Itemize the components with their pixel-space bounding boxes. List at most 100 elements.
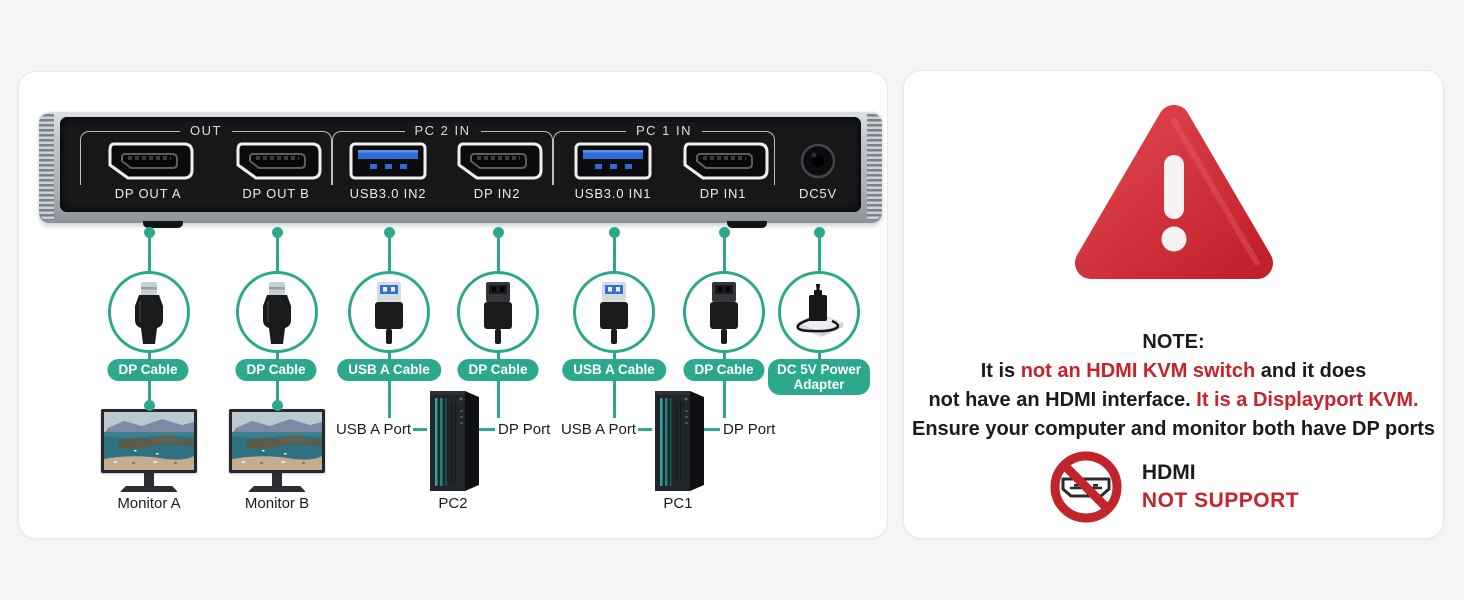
cable-pill-line1: DC 5V Power [776,362,862,377]
hdmi-text: HDMI NOT SUPPORT [1142,459,1299,515]
cable-pill: DC 5V Power Adapter [767,359,871,395]
device-face: OUT PC 2 IN PC 1 IN DP OUT A [60,117,861,212]
pc-label: PC2 [438,495,468,512]
cable-pill: USB A Cable [337,359,441,381]
coastal-photo [104,412,194,470]
monitor-a [101,409,197,492]
connector-dot [271,400,283,411]
port-group-pc1-in: PC 1 IN [553,123,775,185]
connector-dot [813,227,825,238]
cable-pill-line2: Adapter [793,377,845,392]
connector-hline [413,428,427,431]
dc-jack-icon [800,143,836,179]
device-foot [727,221,767,228]
cable-circle [573,271,655,353]
usb-a-cable-icon [375,282,403,344]
device-edge-texture-left [39,114,54,220]
device-edge-texture-right [867,114,882,220]
port-group-out: OUT [80,123,332,185]
note-line: Ensure your computer and monitor both ha… [911,418,1436,440]
port-label: USB3.0 IN2 [349,186,427,201]
connector-dot [143,227,155,238]
connector-dot [608,227,620,238]
connector-dot [492,227,504,238]
dp-cable-black-icon [484,282,512,344]
no-hdmi-icon [1050,451,1122,523]
port-dp-out-b: DP OUT B [228,141,324,201]
dp-port-icon [236,142,322,180]
cable-circle [683,271,765,353]
port-dp-in1: DP IN1 [675,141,771,201]
desktop-tower-icon [430,391,479,491]
note-text-black: It is [980,360,1021,382]
power-adapter-icon [795,284,845,337]
monitor-stand [272,473,282,486]
dp-cable-icon [135,282,163,344]
note-line: It is not an HDMI KVM switch and it does [904,357,1443,386]
cable-pill: DP Cable [457,359,539,381]
cable-pill: USB A Cable [562,359,666,381]
port-dc5v: DC5V [798,141,838,201]
note-text-red: not an HDMI KVM switch [1020,360,1256,382]
cable-pill: DP Cable [107,359,189,381]
note-text-black: not have an HDMI interface. [928,389,1197,411]
hdmi-not-support-badge: HDMI NOT SUPPORT [904,449,1443,525]
cable-pill: DP Cable [683,359,765,381]
port-label: DP IN1 [699,186,747,201]
dp-port-icon [457,142,543,180]
usb-a-port-label: USB A Port [335,421,411,438]
note-title: NOTE: [1142,331,1205,353]
group-label: PC 2 IN [404,123,481,138]
usb-a-cable-icon [600,282,628,344]
port-label: USB3.0 IN1 [574,186,652,201]
group-label: OUT [180,123,232,138]
note-card: NOTE: It is not an HDMI KVM switch and i… [903,70,1444,539]
monitor-label: Monitor B [244,495,310,512]
cable-pill: DP Cable [235,359,317,381]
dp-port-icon [108,142,194,180]
usb-port-icon [349,142,427,180]
connector-hline [479,428,495,431]
dp-cable-icon [263,282,291,344]
note-text-black: and it does [1255,360,1367,382]
port-label: DC5V [799,186,837,201]
pc-label: PC1 [663,495,693,512]
coastal-photo [232,412,322,470]
group-label: PC 1 IN [625,123,703,138]
port-usb3-in2: USB3.0 IN2 [348,141,428,201]
monitor-screen [101,409,197,473]
dp-port-icon [683,142,769,180]
port-dp-out-a: DP OUT A [100,141,196,201]
hdmi-title: HDMI [1141,461,1196,484]
pc2-tower [425,388,483,499]
dp-port-label: DP Port [498,421,551,438]
monitor-base [120,486,178,492]
port-usb3-in1: USB3.0 IN1 [573,141,653,201]
hdmi-not-support-label: NOT SUPPORT [1141,489,1300,512]
cable-circle [236,271,318,353]
diagram-card: OUT PC 2 IN PC 1 IN DP OUT A [18,71,888,539]
cable-circle [457,271,539,353]
connector-dot [143,400,155,411]
device-foot [143,221,183,228]
warning-triangle-icon [1066,93,1282,302]
cable-circle [108,271,190,353]
connector-dot [718,227,730,238]
monitor-label: Monitor A [117,495,181,512]
port-label: DP IN2 [473,186,521,201]
port-group-pc2-in: PC 2 IN [332,123,553,185]
port-dp-in2: DP IN2 [449,141,545,201]
connector-dot [383,227,395,238]
cable-circle [778,271,860,353]
monitor-stand [144,473,154,486]
note-text-red: It is a Displayport KVM. [1196,389,1419,411]
monitor-b [229,409,325,492]
cable-circle [348,271,430,353]
port-label: DP OUT A [114,186,182,201]
dp-cable-black-icon [710,282,738,344]
note-text: NOTE: It is not an HDMI KVM switch and i… [904,328,1443,444]
kvm-switch-device: OUT PC 2 IN PC 1 IN DP OUT A [39,111,882,228]
usb-port-icon [574,142,652,180]
desktop-tower-icon [655,391,704,491]
